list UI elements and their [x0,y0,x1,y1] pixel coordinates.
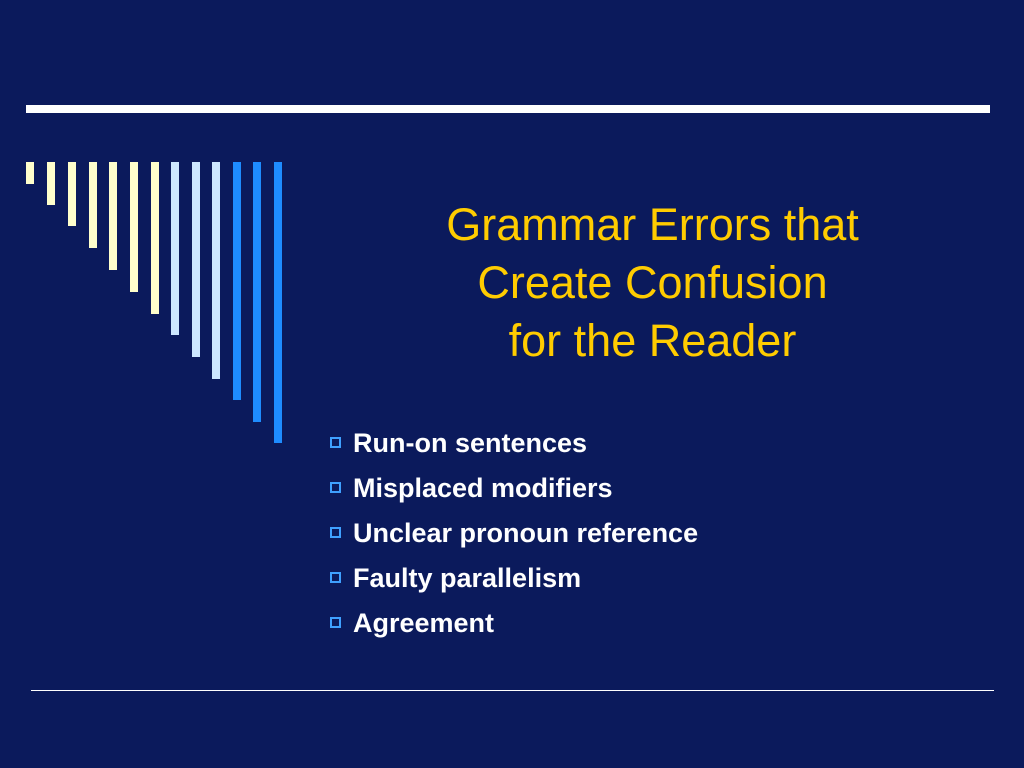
bullet-text: Faulty parallelism [353,562,582,593]
title-line: for the Reader [508,315,797,366]
decor-bar [26,162,34,184]
bottom-divider-line [31,690,994,691]
title-line: Create Confusion [477,257,828,308]
decor-bar [151,162,159,314]
list-item: Unclear pronoun reference [330,510,698,555]
slide-title: Grammar Errors that Create Confusion for… [400,196,905,370]
decor-bar [171,162,179,335]
decor-bar [130,162,138,292]
decor-bar [233,162,241,400]
decor-bar [274,162,282,443]
decor-bar [212,162,220,379]
bullet-text: Run-on sentences [353,427,588,458]
bullet-text: Misplaced modifiers [353,472,613,503]
list-item: Faulty parallelism [330,555,698,600]
decor-bar [253,162,261,422]
decor-bar [192,162,200,357]
square-bullet-icon [330,527,341,538]
square-bullet-icon [330,482,341,493]
square-bullet-icon [330,437,341,448]
bullet-list: Run-on sentences Misplaced modifiers Unc… [330,420,698,645]
square-bullet-icon [330,617,341,628]
list-item: Misplaced modifiers [330,465,698,510]
square-bullet-icon [330,572,341,583]
decor-bar [68,162,76,226]
decor-bar [89,162,97,248]
decor-bar [109,162,117,270]
title-line: Grammar Errors that [446,199,859,250]
list-item: Run-on sentences [330,420,698,465]
bullet-text: Agreement [353,607,495,638]
bullet-text: Unclear pronoun reference [353,517,699,548]
list-item: Agreement [330,600,698,645]
decor-bar [47,162,55,205]
top-divider-line [26,105,990,113]
